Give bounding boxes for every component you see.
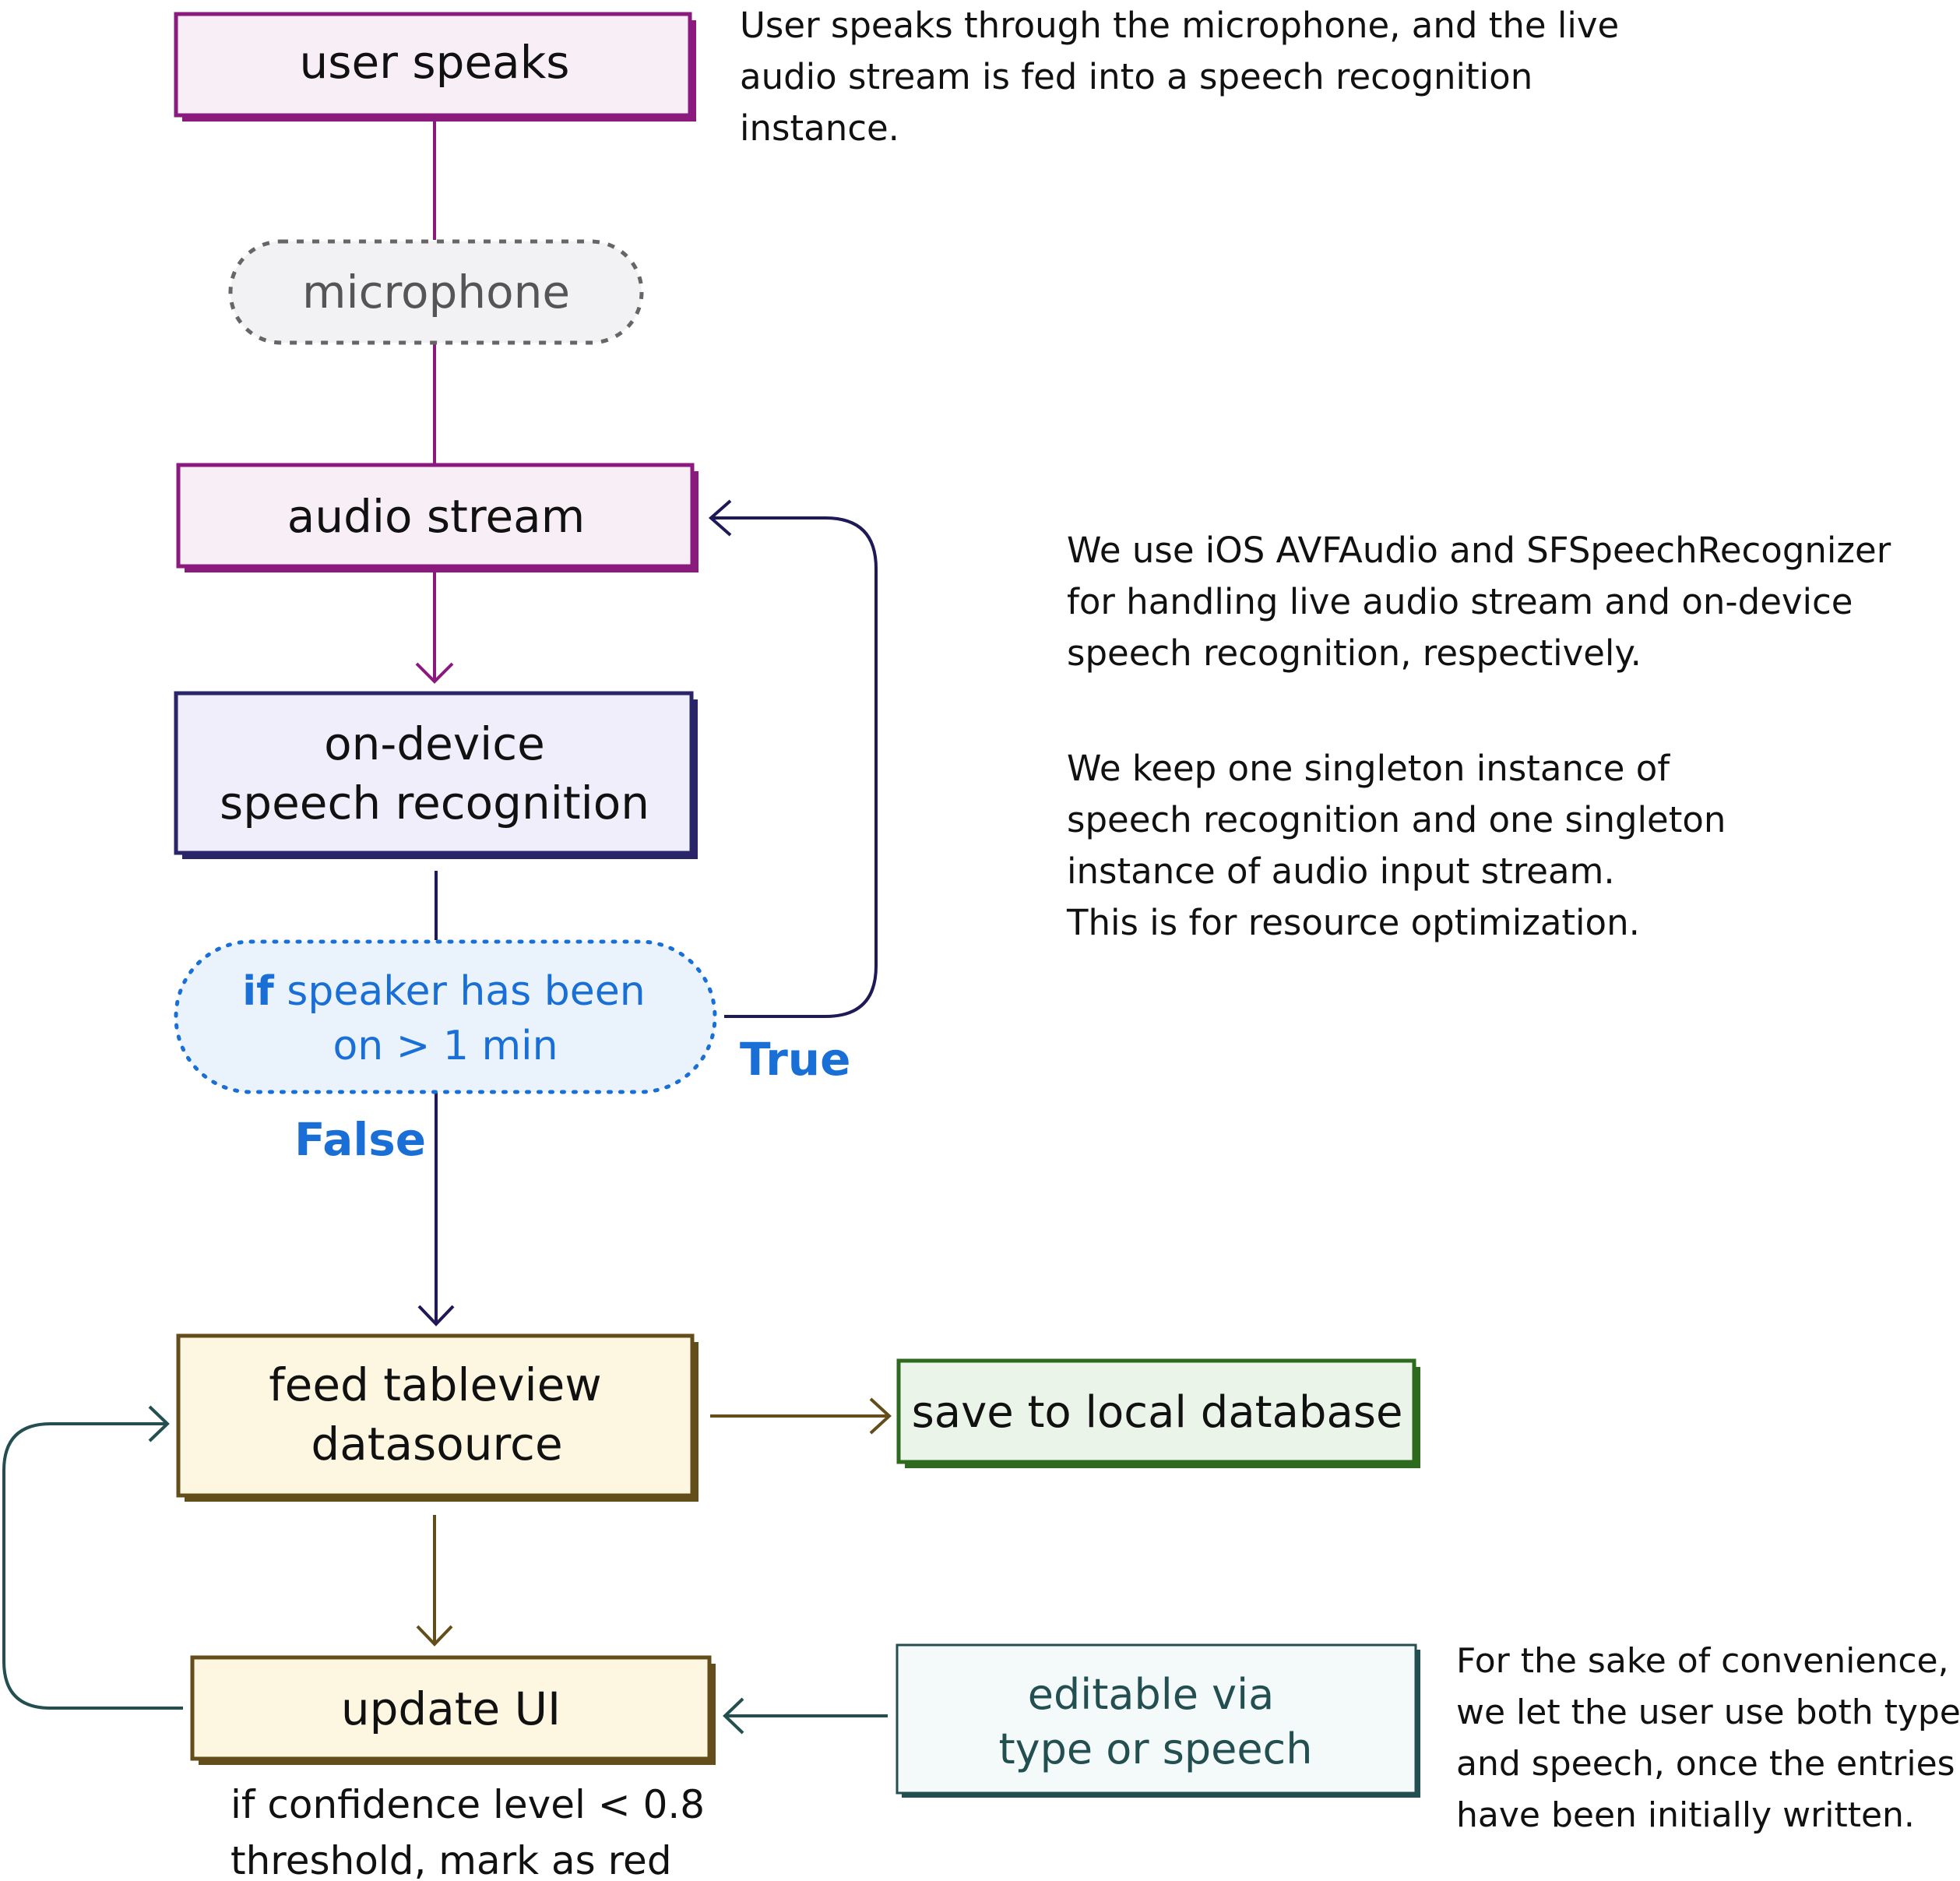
edge-false-down [417, 1093, 455, 1326]
edge-feed-to-db [710, 1397, 892, 1435]
note-ios-line: speech recognition, respectively. [1067, 632, 1642, 674]
condition-label-line1: if speaker has been [242, 968, 646, 1015]
note-user-speaks: User speaks through the microphone, and … [740, 5, 1619, 149]
editable-label-line2: type or speech [999, 1724, 1313, 1774]
note-user-speaks-line: instance. [740, 107, 899, 149]
note-user-speaks-line: User speaks through the microphone, and … [740, 5, 1619, 46]
note-singleton: We keep one singleton instance of speech… [1066, 748, 1726, 943]
node-update-ui: update UI [190, 1655, 716, 1765]
note-singleton-line: speech recognition and one singleton [1067, 799, 1726, 840]
user-speaks-label: user speaks [299, 36, 569, 89]
node-user-speaks: user speaks [174, 12, 696, 122]
true-label: True [740, 1033, 850, 1086]
note-confidence: if confidence level < 0.8 threshold, mar… [230, 1782, 705, 1881]
note-convenience-line: and speech, once the entries [1456, 1744, 1955, 1784]
note-convenience: For the sake of convenience, we let the … [1456, 1641, 1960, 1835]
editable-label-line1: editable via [1028, 1670, 1275, 1719]
feed-label-line2: datasource [311, 1418, 562, 1471]
condition-if-keyword: if [242, 968, 275, 1015]
node-microphone: microphone [228, 239, 644, 345]
node-feed-tableview: feed tableview datasource [176, 1333, 698, 1502]
condition-line1-rest: speaker has been [274, 968, 646, 1015]
node-condition: if speaker has been on > 1 min [174, 939, 717, 1094]
edge-editable-to-update [723, 1697, 888, 1735]
speech-recognition-label-line2: speech recognition [220, 777, 649, 830]
note-singleton-line: This is for resource optimization. [1066, 902, 1640, 943]
edge-audio-to-recognition [415, 571, 454, 684]
edge-feed-to-update [416, 1515, 453, 1647]
condition-label-line2: on > 1 min [333, 1023, 558, 1069]
note-confidence-line: threshold, mark as red [230, 1838, 672, 1881]
edge-update-loop [2, 1405, 183, 1710]
note-convenience-line: have been initially written. [1456, 1795, 1915, 1835]
node-save-db: save to local database [896, 1358, 1420, 1468]
speech-recognition-label-line1: on-device [324, 717, 545, 770]
false-label: False [294, 1113, 426, 1166]
audio-stream-label: audio stream [287, 490, 585, 543]
microphone-label: microphone [302, 266, 570, 319]
note-convenience-line: we let the user use both type [1456, 1693, 1960, 1732]
node-speech-recognition: on-device speech recognition [174, 691, 698, 859]
note-ios: We use iOS AVFAudio and SFSpeechRecogniz… [1067, 530, 1891, 674]
feed-label-line1: feed tableview [269, 1358, 602, 1411]
edge-true-loop [708, 499, 878, 1018]
note-confidence-line: if confidence level < 0.8 [230, 1782, 705, 1827]
save-db-label: save to local database [912, 1387, 1403, 1438]
note-user-speaks-line: audio stream is fed into a speech recogn… [740, 56, 1532, 97]
update-ui-label: update UI [341, 1682, 561, 1735]
node-audio-stream: audio stream [176, 463, 698, 572]
note-ios-line: We use iOS AVFAudio and SFSpeechRecogniz… [1067, 530, 1891, 571]
note-ios-line: for handling live audio stream and on-de… [1067, 581, 1853, 622]
note-singleton-line: We keep one singleton instance of [1067, 748, 1670, 789]
note-singleton-line: instance of audio input stream. [1067, 851, 1615, 892]
node-editable: editable via type or speech [896, 1643, 1420, 1798]
note-convenience-line: For the sake of convenience, [1456, 1641, 1949, 1681]
